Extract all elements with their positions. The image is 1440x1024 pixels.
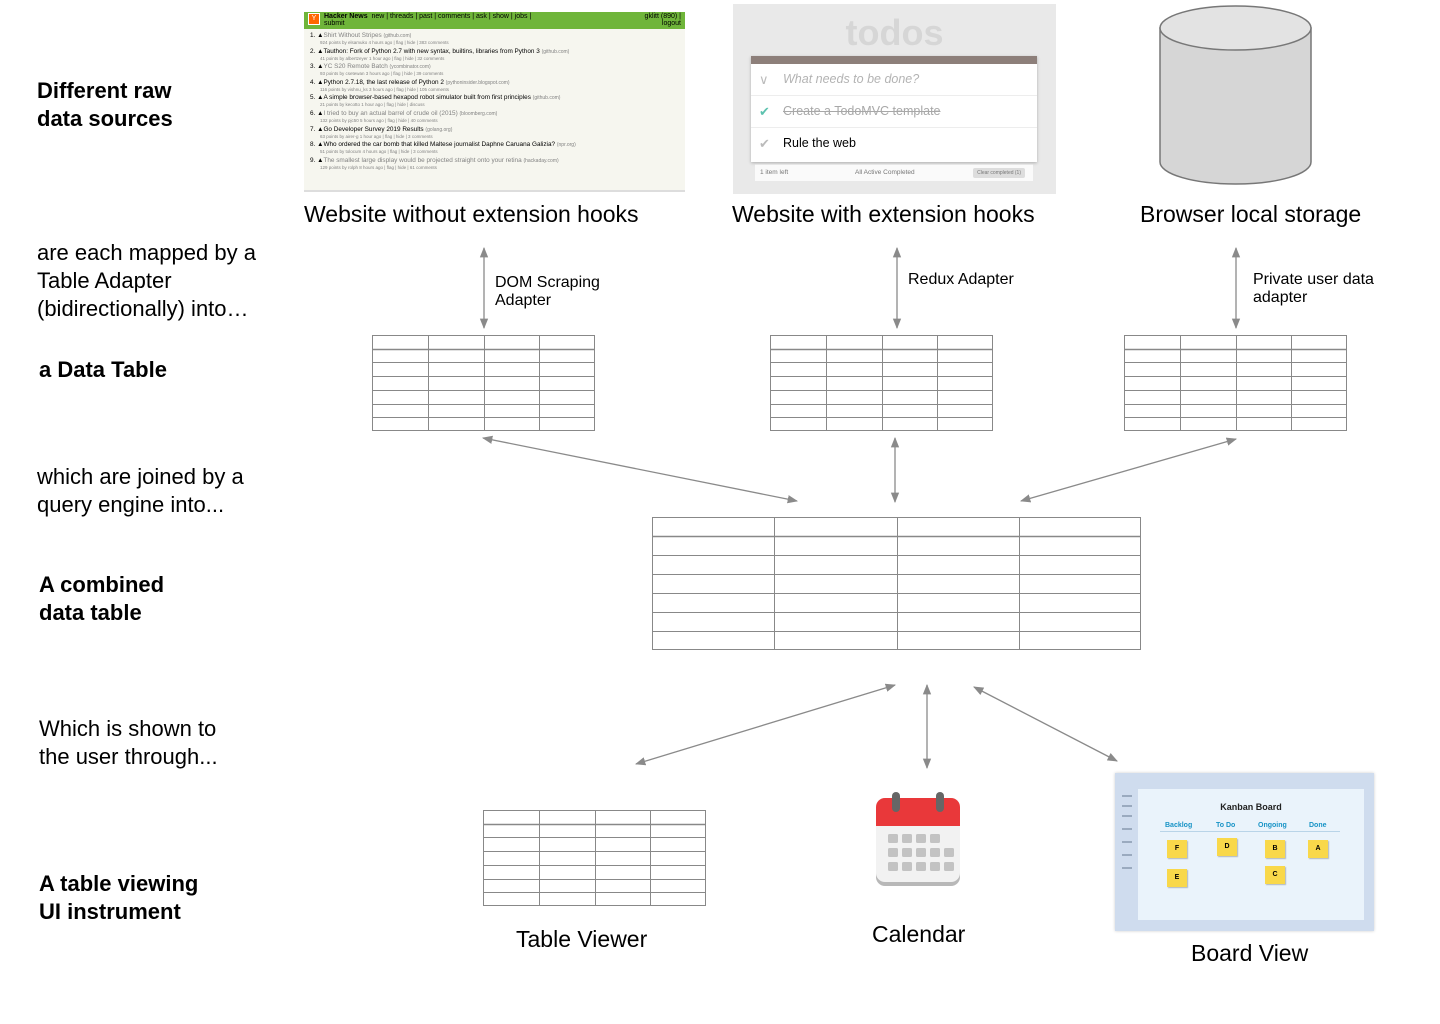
todo-clear: Clear completed (1): [973, 168, 1025, 178]
hn-story: 4. ▲Python 2.7.18, the last release of P…: [310, 79, 679, 92]
hn-story-title: Python 2.7.18, the last release of Pytho…: [323, 78, 444, 86]
kanban-column-done: Done: [1309, 822, 1327, 829]
todo-filters: All Active Completed: [855, 169, 915, 176]
data-table-3: [1123, 334, 1347, 431]
hn-story-meta: 116 points by vishnu_ks 3 hours ago | fl…: [320, 86, 449, 92]
adapter-label-redux: Redux Adapter: [908, 271, 1014, 288]
hn-story-meta: 924 points by elsamuko 4 hours ago | fla…: [320, 40, 449, 45]
hn-story-site: (github.com): [532, 95, 561, 102]
database-cylinder-icon: [1159, 5, 1312, 185]
arrow-join-left: [481, 435, 799, 504]
todo-count: 1 item left: [760, 169, 789, 176]
hn-logo-icon: Y: [308, 13, 320, 25]
todo-footer: 1 item left All Active Completed Clear c…: [755, 164, 1033, 181]
hn-story: 5. ▲A simple browser-based hexapod robot…: [310, 94, 679, 107]
hn-logout: logout: [661, 20, 681, 27]
hn-story-site: (github.com): [541, 48, 570, 55]
toggle-all-icon: ∨: [759, 72, 769, 87]
calendar-icon: [876, 792, 960, 886]
data-table-1: [371, 334, 595, 431]
hn-story-site: (bloomberg.com): [459, 110, 498, 117]
check-icon: ✔: [759, 136, 770, 151]
hn-story-site: (pythoninsider.blogspot.com): [445, 79, 510, 86]
hn-story-site: (ycombinator.com): [389, 64, 431, 71]
kanban-board-screenshot: Kanban Board Backlog To Do Ongoing Done …: [1115, 773, 1374, 931]
hn-story-site: (npr.org): [556, 142, 576, 149]
hn-story-title: The smallest large display would be proj…: [323, 156, 522, 164]
combined-data-table: [651, 516, 1141, 650]
caption-table-viewer: Table Viewer: [516, 926, 648, 952]
caption-calendar: Calendar: [872, 921, 966, 947]
hn-story-meta: 132 points by pjc50 5 hours ago | flag |…: [320, 117, 438, 123]
arrow-view-left: [635, 683, 896, 766]
hn-story: 2. ▲Tauthon: Fork of Python 2.7 with new…: [310, 48, 679, 61]
hn-story-title: Shirt Without Stripes: [323, 32, 382, 39]
hn-story-site: (github.com): [383, 33, 412, 39]
hn-story-title: YC S20 Remote Batch: [323, 63, 388, 71]
hn-story-meta: 63 points by airer-g 1 hour ago | flag |…: [320, 133, 433, 139]
kanban-column-backlog: Backlog: [1165, 822, 1193, 829]
todo-item: ✔ Create a TodoMVC template: [751, 96, 1037, 128]
hn-story-title: Go Developer Survey 2019 Results: [323, 125, 424, 133]
hn-story-title: Who ordered the car bomb that killed Mal…: [323, 141, 556, 149]
todo-item: ✔ Rule the web: [751, 128, 1037, 159]
todomvc-screenshot: todos ∨ What needs to be done? ✔ Create …: [733, 4, 1056, 194]
hn-brand: Hacker News: [324, 13, 368, 20]
caption-board-view: Board View: [1191, 940, 1309, 966]
hn-story: 3. ▲YC S20 Remote Batch (ycombinator.com…: [310, 63, 679, 76]
hn-nav-submit: submit: [324, 20, 345, 27]
caption-website-hooks: Website with extension hooks: [732, 201, 1035, 227]
hn-story-meta: 129 points by rolph 8 hours ago | flag |…: [320, 164, 437, 170]
hn-story-list: 1. ▲Shirt Without Stripes (github.com)92…: [304, 29, 685, 175]
hn-story-meta: 41 points by albertzeyer 1 hour ago | fl…: [320, 55, 445, 61]
hn-story-meta: 21 points by kecotto 1 hour ago | flag |…: [320, 102, 425, 108]
kanban-card: A: [1308, 840, 1328, 858]
hn-header-bar: Y Hacker News new | threads | past | com…: [304, 12, 685, 29]
kanban-title: Kanban Board: [1220, 802, 1282, 812]
hn-story-site: (hackaday.com): [523, 157, 559, 164]
arrow-join-right: [1020, 437, 1237, 503]
hn-user: gklitt (890) |: [644, 13, 681, 20]
kanban-card: D: [1217, 838, 1237, 856]
hn-story-title: I tried to buy an actual barrel of crude…: [323, 109, 458, 117]
hn-story-title: A simple browser-based hexapod robot sim…: [323, 94, 531, 102]
hn-story-meta: 51 points by tolocum 4 hours ago | flag …: [320, 149, 438, 155]
hn-story-site: (golang.org): [425, 126, 453, 133]
kanban-column-todo: To Do: [1216, 822, 1236, 829]
caption-local-storage: Browser local storage: [1140, 201, 1362, 227]
todo-title: todos: [845, 12, 944, 53]
data-table-2: [769, 334, 993, 431]
hn-story: 7. ▲Go Developer Survey 2019 Results (go…: [310, 126, 679, 139]
todo-card: ∨ What needs to be done? ✔ Create a Todo…: [751, 56, 1037, 162]
caption-website-no-hooks: Website without extension hooks: [304, 201, 639, 227]
kanban-card: F: [1167, 840, 1187, 858]
arrow-view-right: [973, 686, 1118, 762]
hn-story-title: Tauthon: Fork of Python 2.7 with new syn…: [323, 47, 540, 55]
check-icon: ✔: [759, 104, 770, 119]
todo-input: ∨ What needs to be done?: [751, 64, 1037, 96]
hn-story-meta: 93 points by csetewan 3 hours ago | flag…: [320, 71, 444, 77]
hn-story: 9. ▲The smallest large display would be …: [310, 157, 679, 170]
hacker-news-screenshot: Y Hacker News new | threads | past | com…: [304, 12, 685, 192]
kanban-card: E: [1167, 869, 1187, 887]
kanban-card: B: [1265, 840, 1285, 858]
label-data-table: a Data Table: [39, 357, 167, 382]
kanban-card: C: [1265, 866, 1285, 884]
kanban-column-ongoing: Ongoing: [1258, 822, 1287, 829]
hn-story: 1. ▲Shirt Without Stripes (github.com)92…: [310, 32, 679, 45]
hn-nav: new | threads | past | comments | ask | …: [371, 13, 532, 20]
hn-story: 6. ▲I tried to buy an actual barrel of c…: [310, 110, 679, 123]
table-viewer-grid: [482, 809, 706, 906]
hn-story: 8. ▲Who ordered the car bomb that killed…: [310, 141, 679, 154]
